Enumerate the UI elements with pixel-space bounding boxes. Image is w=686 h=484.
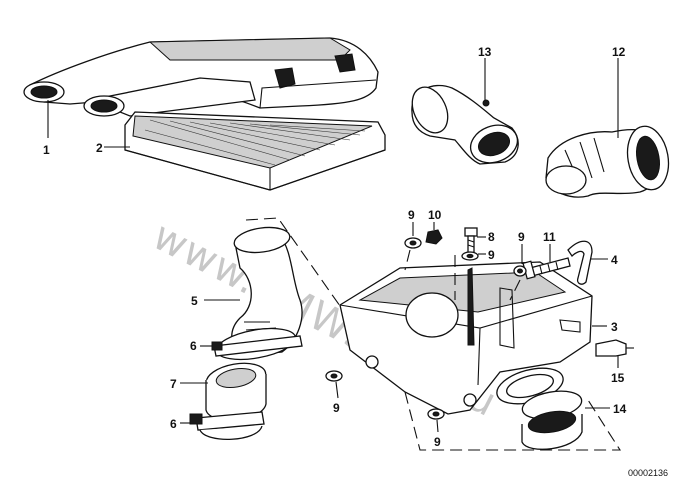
adapter-7 — [205, 362, 267, 421]
callout-2: 2 — [96, 141, 103, 155]
callout-5: 5 — [191, 294, 198, 308]
intake-bellows-12 — [545, 125, 670, 198]
callout-13: 13 — [478, 45, 492, 59]
filter-element — [124, 111, 386, 191]
callout-3: 3 — [611, 320, 618, 334]
nut-10 — [425, 229, 443, 245]
callout-9-b: 9 — [488, 248, 495, 262]
washers-9 — [325, 237, 527, 420]
callout-9-d: 9 — [333, 401, 340, 415]
callout-12: 12 — [612, 45, 626, 59]
callout-9-e: 9 — [434, 435, 441, 449]
hose-clamps-6 — [189, 335, 303, 440]
callout-10: 10 — [428, 208, 442, 222]
rubber-ring-14 — [521, 390, 583, 450]
filter-housing — [339, 261, 593, 415]
sensor-15 — [595, 339, 634, 357]
leader-lines — [47, 58, 619, 433]
bolt-11 — [522, 257, 571, 280]
screw-8 — [464, 227, 478, 255]
intake-duct-13 — [411, 84, 519, 165]
callout-9-c: 9 — [518, 230, 525, 244]
callout-11: 11 — [543, 230, 556, 244]
clip-4 — [567, 240, 593, 285]
callout-15: 15 — [611, 371, 625, 385]
reference-number: 00002136 — [628, 468, 668, 478]
callout-9-a: 9 — [408, 208, 415, 222]
intake-silencer-cover — [23, 37, 379, 117]
assembly-dash-lines — [245, 217, 622, 451]
callout-7: 7 — [170, 377, 177, 391]
callout-4: 4 — [611, 253, 618, 267]
callout-14: 14 — [613, 402, 627, 416]
callout-1: 1 — [43, 143, 50, 157]
callout-6-b: 6 — [170, 417, 177, 431]
callout-6-a: 6 — [190, 339, 197, 353]
callout-8: 8 — [488, 230, 495, 244]
callout-labels: 1 2 13 12 9 10 8 9 11 4 9 3 5 6 7 6 9 9 … — [43, 45, 627, 449]
